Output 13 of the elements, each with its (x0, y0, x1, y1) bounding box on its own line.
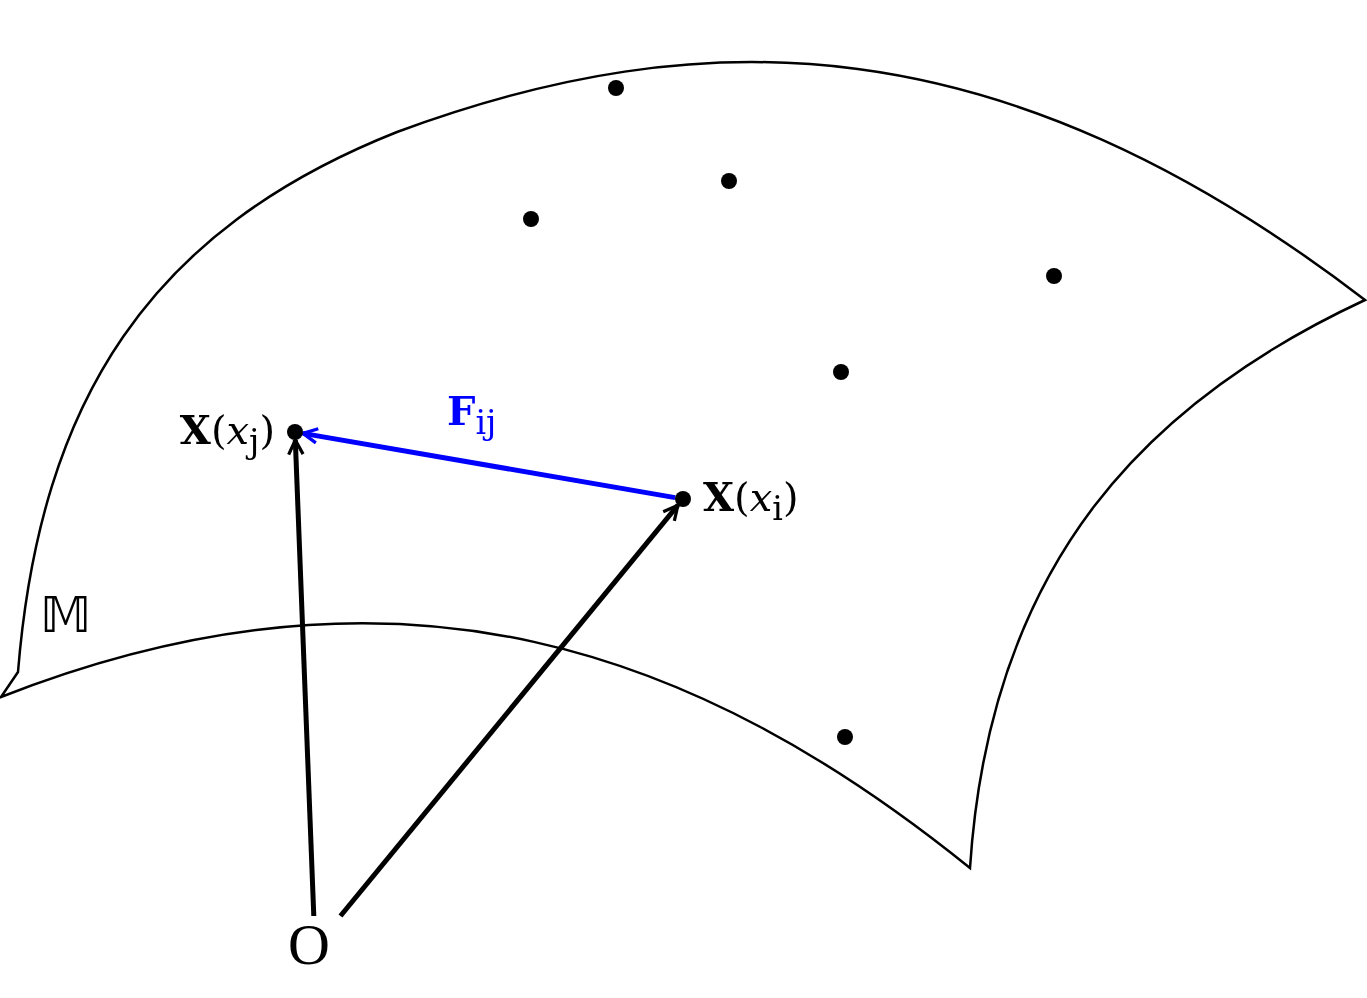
point-marker (833, 364, 849, 380)
arrow (287, 438, 317, 917)
manifold-label: 𝕄 (40, 590, 92, 640)
point-marker (721, 173, 737, 189)
point-marker (1046, 268, 1062, 284)
origin-label: O (288, 916, 330, 974)
point-marker (837, 729, 853, 745)
point-label: X(x$_{j}$) (179, 410, 275, 459)
point-marker (608, 80, 624, 96)
point-label: X(x$_{i}$) (703, 477, 799, 526)
arrow (338, 503, 680, 918)
arrow (301, 427, 676, 501)
point-marker (523, 211, 539, 227)
